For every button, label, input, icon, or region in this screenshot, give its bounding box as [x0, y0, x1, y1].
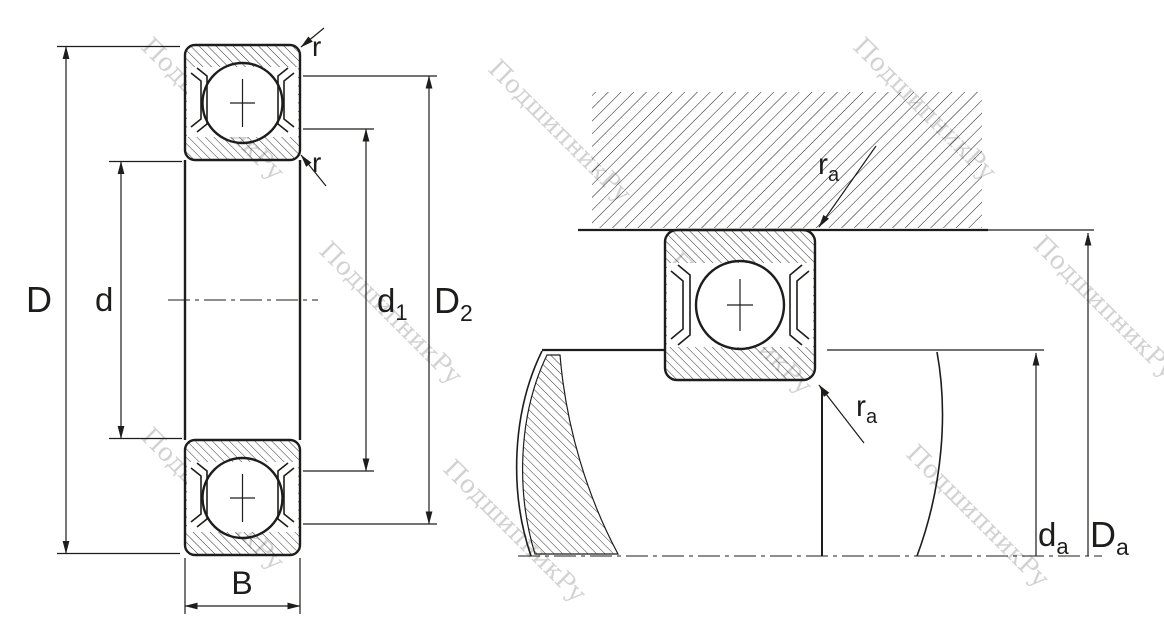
right-break-line	[916, 351, 944, 557]
dimension-d: d	[95, 160, 182, 440]
ball	[694, 259, 786, 351]
seal-right	[277, 462, 295, 528]
watermark-text: ПодшипникРу	[901, 439, 1056, 594]
fillet-ra-bottom: ra	[818, 384, 878, 444]
label-B: B	[231, 565, 252, 601]
watermark-text: ПодшипникРу	[1028, 230, 1164, 385]
label-ra-top: ra	[818, 148, 840, 186]
dimension-Da: Da	[1084, 232, 1129, 560]
seal-left	[190, 67, 208, 133]
top-ring-section	[183, 43, 302, 162]
bottom-ring-section	[183, 438, 302, 557]
ball	[201, 61, 284, 145]
label-d: d	[95, 281, 113, 318]
seal-right	[789, 264, 810, 346]
label-r-top: r	[312, 31, 321, 62]
dimension-D2: D2	[303, 75, 473, 525]
mounted-ring-section	[663, 228, 817, 382]
fillet-ra-top: ra	[818, 145, 877, 228]
ball	[201, 456, 284, 540]
label-D: D	[26, 279, 52, 320]
bearing-mounted-view	[515, 92, 1102, 557]
shaft-section-hatch	[522, 354, 620, 555]
label-d1: d1	[377, 282, 408, 325]
label-da: da	[1038, 516, 1069, 559]
seal-left	[190, 462, 208, 528]
label-ra-bottom: ra	[856, 390, 878, 428]
shaft-break-line	[515, 350, 543, 557]
dimension-da: da	[827, 349, 1069, 559]
label-r-mid: r	[312, 147, 321, 178]
dimension-B: B	[184, 558, 301, 614]
dimension-d1: d1	[303, 128, 408, 472]
seal-right	[277, 67, 295, 133]
label-D2: D2	[434, 280, 473, 326]
seal-left	[670, 264, 691, 346]
label-Da: Da	[1090, 514, 1129, 560]
fillet-r-mid: r	[300, 147, 327, 187]
fillet-r-top: r	[300, 27, 325, 62]
housing-hatch	[592, 92, 982, 228]
dimension-D: D	[26, 45, 180, 555]
bearing-front-view	[168, 43, 318, 557]
